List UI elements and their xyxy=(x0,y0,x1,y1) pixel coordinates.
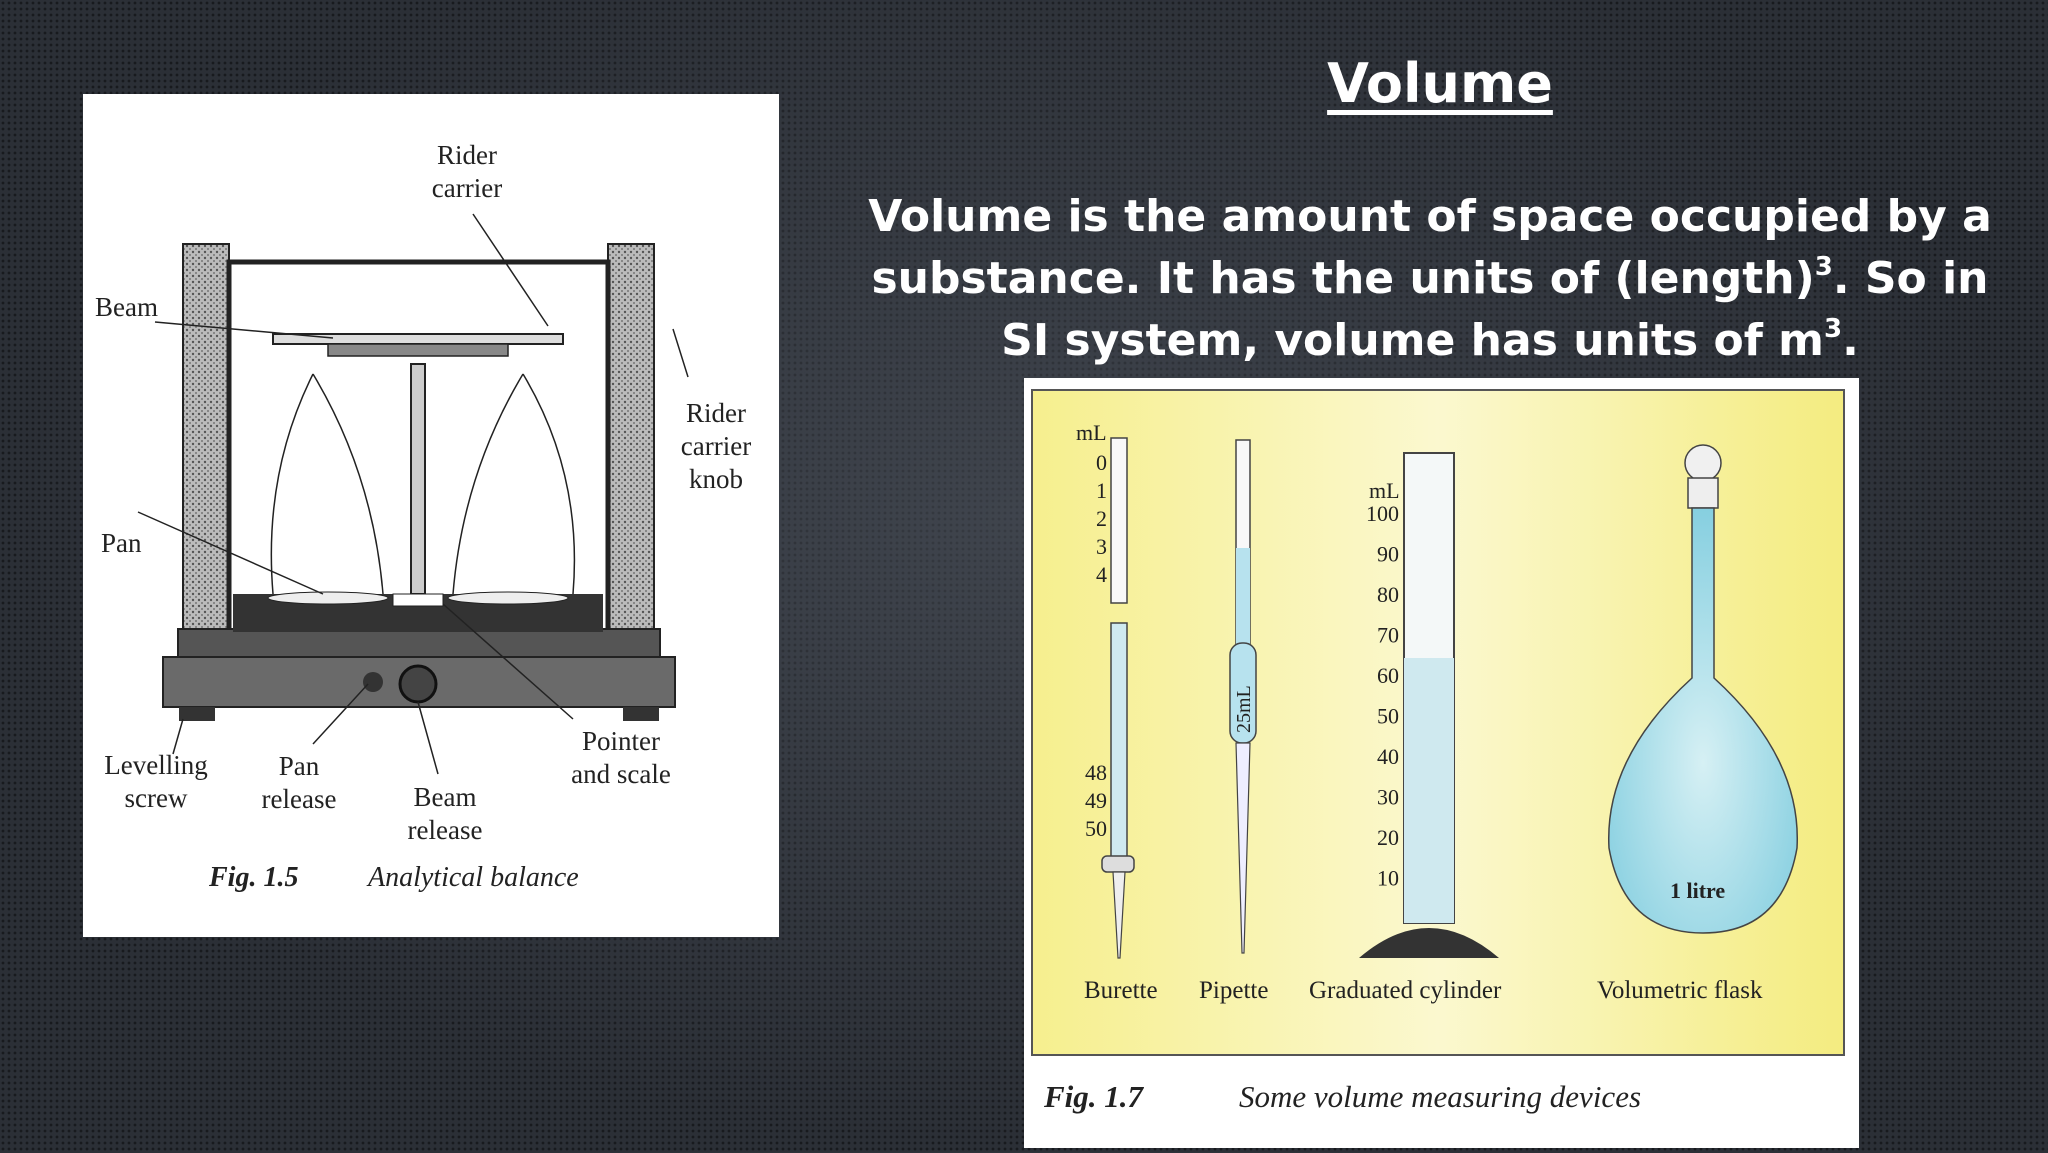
pointer-scale xyxy=(392,593,444,607)
cylinder-marks-label: 90 xyxy=(1377,542,1399,567)
desc-sup1: 3 xyxy=(1814,252,1833,282)
leader-pan-release xyxy=(312,683,369,745)
label-rider-carrier-1: Rider xyxy=(437,140,497,170)
leader-levelling xyxy=(172,718,184,755)
leader-pan xyxy=(137,511,324,595)
burette-bottom-marks-label: 50 xyxy=(1085,816,1107,841)
label-rider-carrier-2: carrier xyxy=(432,173,502,203)
desc-part3: . xyxy=(1842,315,1859,366)
desc-sup2: 3 xyxy=(1824,314,1843,344)
label-rider-knob-2: carrier xyxy=(681,431,751,461)
cylinder-marks-label: 10 xyxy=(1377,866,1399,891)
cylinder-name: Graduated cylinder xyxy=(1309,977,1502,1004)
burette-bottom-marks-label: 49 xyxy=(1085,788,1107,813)
burette xyxy=(1101,437,1135,959)
cylinder-marks-label: 100 xyxy=(1366,501,1399,526)
cylinder-marks-label: 20 xyxy=(1377,825,1399,850)
label-rider-knob-1: Rider xyxy=(686,398,746,428)
burette-top-marks-label: 1 xyxy=(1096,478,1107,503)
left-pillar xyxy=(182,243,230,645)
flask-name: Volumetric flask xyxy=(1597,977,1763,1004)
leader-beam-release xyxy=(417,701,439,775)
cylinder-marks-label: 40 xyxy=(1377,744,1399,769)
right-pan xyxy=(447,591,569,605)
label-levelling-2: screw xyxy=(125,783,188,813)
burette-bottom-marks: 48 49 50 xyxy=(1085,760,1107,841)
label-beam-release-2: release xyxy=(408,815,483,845)
levelling-screw-right xyxy=(623,707,659,721)
label-pan-release-2: release xyxy=(262,784,337,814)
right-pillar xyxy=(607,243,655,645)
burette-name: Burette xyxy=(1084,977,1158,1004)
slide-title: Volume xyxy=(1327,52,1553,115)
desc-part1: Volume is the amount of space occupied b… xyxy=(868,191,1992,304)
beam xyxy=(272,333,564,345)
pipette-name: Pipette xyxy=(1199,977,1268,1004)
devices-caption-text: Some volume measuring devices xyxy=(1239,1079,1641,1114)
burette-top-marks: 0 1 2 3 4 xyxy=(1096,450,1107,587)
beam-release-knob xyxy=(398,664,438,704)
label-pointer-2: and scale xyxy=(571,759,671,789)
balance-base-top xyxy=(177,628,661,658)
label-levelling-1: Levelling xyxy=(104,750,207,780)
leader-pointer xyxy=(442,603,574,720)
analytical-balance-figure: Rider carrier Beam Rider carrier knob Pa… xyxy=(83,94,779,937)
desc-part2: . So in SI system, volume has units of m xyxy=(1001,253,1989,366)
left-stirrup xyxy=(270,373,314,595)
pan-release-knob xyxy=(363,672,383,692)
label-rider-knob-3: knob xyxy=(689,464,743,494)
cylinder-marks: 100 90 80 70 60 50 40 30 20 10 xyxy=(1366,501,1399,891)
label-pointer-1: Pointer xyxy=(582,726,660,756)
flask-mark: 1 litre xyxy=(1670,878,1725,903)
slide-description: Volume is the amount of space occupied b… xyxy=(860,186,2000,372)
burette-top-marks-label: 0 xyxy=(1096,450,1107,475)
label-beam-release-1: Beam xyxy=(414,782,477,812)
analytical-balance-illustration: Rider carrier Beam Rider carrier knob Pa… xyxy=(95,140,751,893)
label-pan-release-1: Pan xyxy=(279,751,320,781)
leader-rider-carrier xyxy=(472,213,549,327)
pipette-mark: 25mL xyxy=(1233,685,1255,733)
cylinder-marks-label: 30 xyxy=(1377,785,1399,810)
burette-top-marks-label: 2 xyxy=(1096,506,1107,531)
cylinder-unit: mL xyxy=(1369,478,1400,503)
leader-rider-knob xyxy=(672,328,689,378)
right-stirrup xyxy=(452,373,524,595)
burette-bottom-marks-label: 48 xyxy=(1085,760,1107,785)
burette-top-marks-label: 4 xyxy=(1096,562,1107,587)
cylinder-marks-label: 60 xyxy=(1377,663,1399,688)
volumetric-flask xyxy=(1607,444,1799,934)
burette-top-marks-label: 3 xyxy=(1096,534,1107,559)
graduated-cylinder xyxy=(1359,452,1499,958)
pipette xyxy=(1229,439,1257,954)
label-beam: Beam xyxy=(95,292,158,322)
cylinder-marks-label: 80 xyxy=(1377,582,1399,607)
leader-beam xyxy=(154,321,334,339)
cylinder-marks-label: 70 xyxy=(1377,623,1399,648)
burette-unit: mL xyxy=(1076,420,1107,445)
left-pan xyxy=(267,591,389,605)
volume-devices-figure: mL 0 1 2 3 4 48 49 50 25mL mL 100 90 80 70 60 50 40 3… xyxy=(1024,378,1859,1148)
label-pan: Pan xyxy=(101,528,142,558)
devices-caption-number: Fig. 1.7 xyxy=(1043,1079,1145,1114)
balance-caption-text: Analytical balance xyxy=(366,862,579,893)
levelling-screw-left xyxy=(179,707,215,721)
balance-caption-number: Fig. 1.5 xyxy=(208,862,298,893)
volume-devices-illustration: mL 0 1 2 3 4 48 49 50 25mL mL 100 90 80 70 60 50 40 3… xyxy=(1031,389,1845,1114)
beam-ornament xyxy=(327,343,509,357)
cylinder-marks-label: 50 xyxy=(1377,704,1399,729)
central-column xyxy=(410,363,426,595)
